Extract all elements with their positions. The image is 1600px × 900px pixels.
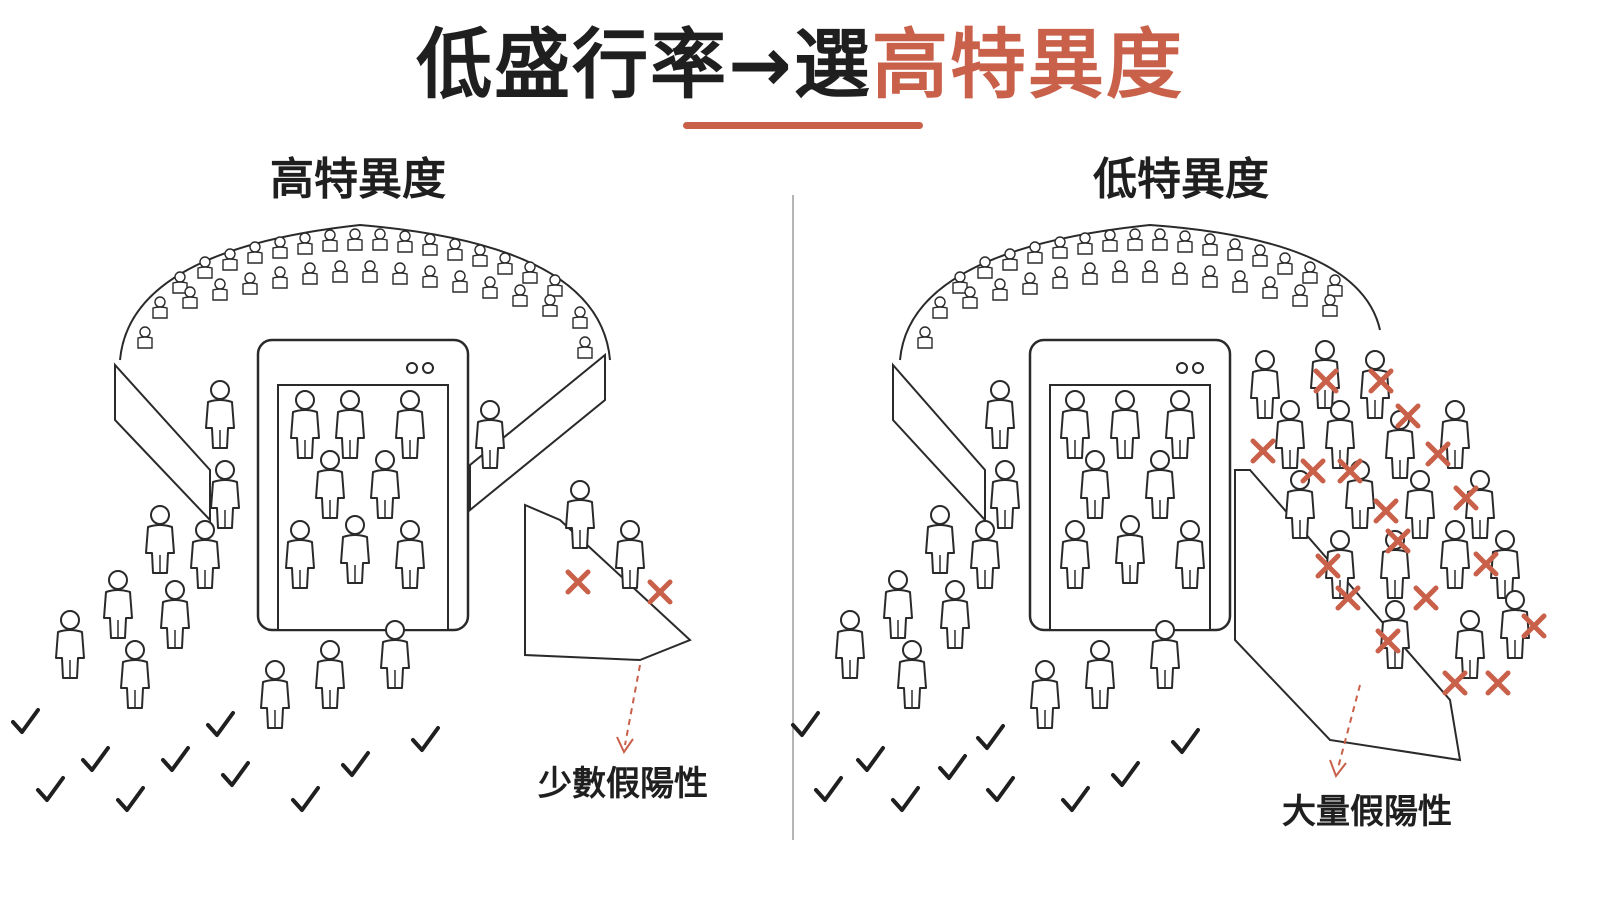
left-panel-heading: 高特異度 — [270, 154, 446, 205]
right-scanner-gate-icon — [1028, 338, 1232, 632]
left-callout-few-false-positives: 少數假陽性 — [538, 764, 708, 804]
right-callout-many-false-positives: 大量假陽性 — [1282, 792, 1452, 832]
right-crowd-background — [899, 223, 1381, 361]
left-scanner-gate-icon — [256, 338, 470, 632]
left-crowd-background — [119, 223, 611, 361]
right-arrow-icon — [1337, 684, 1361, 769]
right-check-icons — [791, 711, 1200, 812]
title-part-prevalence: 低盛行率→選 — [416, 20, 872, 109]
left-arrow-icon — [624, 664, 641, 746]
left-check-icons — [11, 708, 440, 812]
page-title: 低盛行率→選高特異度 — [0, 20, 1600, 110]
right-panel-heading: 低特異度 — [1093, 154, 1269, 205]
title-underline — [683, 122, 923, 129]
panel-divider — [792, 195, 794, 840]
title-part-specificity: 高特異度 — [871, 20, 1184, 109]
